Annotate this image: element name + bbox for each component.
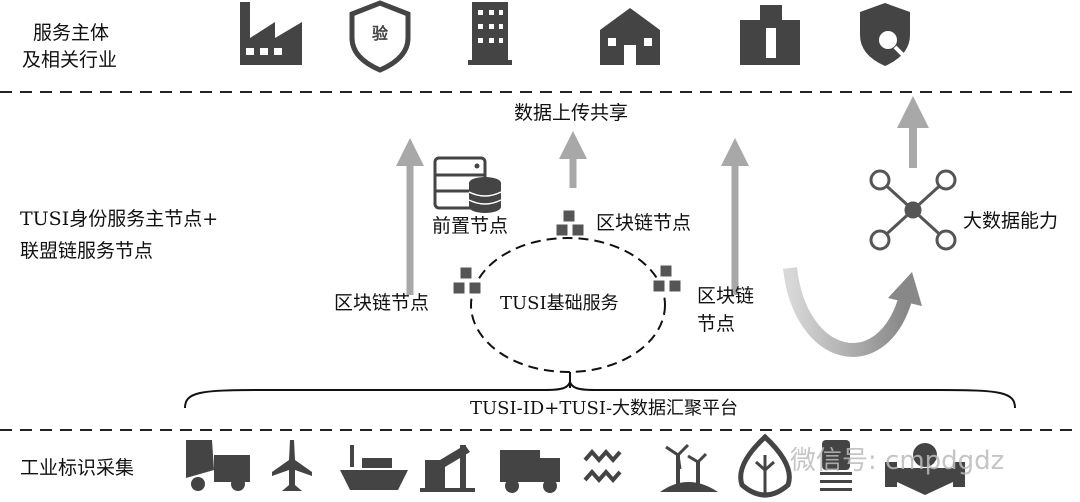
valve-icon bbox=[885, 443, 965, 495]
water-icon bbox=[583, 448, 622, 484]
front-node-label: 前置节点 bbox=[432, 215, 509, 237]
big-data-label: 大数据能力 bbox=[963, 210, 1059, 232]
blockchain-icon-left bbox=[452, 266, 482, 295]
curved-arrow bbox=[783, 267, 912, 357]
watermark: 微信号: cmpdgdz bbox=[790, 446, 1005, 476]
curved-arrow-head bbox=[888, 272, 922, 306]
top-label-line1: 服务主体 bbox=[33, 22, 110, 44]
middle-label-line1: TUSI身份服务主节点+ bbox=[20, 208, 219, 230]
bottom-label: 工业标识采集 bbox=[20, 457, 135, 479]
school-icon bbox=[600, 8, 660, 65]
train-icon bbox=[820, 440, 852, 491]
inspection-shield-icon bbox=[349, 0, 411, 73]
server-icon bbox=[433, 156, 502, 213]
wind-power-icon bbox=[660, 443, 718, 492]
dump-truck-icon bbox=[500, 450, 560, 493]
block-node-right-line2: 节点 bbox=[697, 313, 736, 335]
cargo-ship-icon bbox=[340, 445, 408, 490]
security-search-icon bbox=[860, 3, 910, 66]
factory-icon bbox=[240, 2, 302, 65]
blockchain-icon-top bbox=[555, 209, 585, 237]
block-node-top-label: 区块链节点 bbox=[596, 212, 692, 234]
airplane-icon bbox=[272, 440, 312, 491]
blockchain-icon-right bbox=[652, 264, 682, 293]
block-node-left-label: 区块链节点 bbox=[334, 292, 430, 314]
core-service-label: TUSI基础服务 bbox=[500, 293, 619, 314]
block-node-right-line1: 区块链 bbox=[697, 285, 755, 307]
platform-label: TUSI-ID+TUSI-大数据汇聚平台 bbox=[470, 398, 739, 419]
top-label-line2: 及相关行业 bbox=[22, 49, 118, 71]
platform-brace bbox=[184, 378, 1016, 409]
big-data-network-icon bbox=[869, 169, 957, 251]
oil-pump-icon bbox=[420, 445, 475, 492]
leaf-icon bbox=[738, 433, 792, 498]
cement-truck-icon bbox=[186, 440, 250, 491]
middle-label-line2: 联盟链服务节点 bbox=[20, 240, 154, 262]
inspection-glyph: 验 bbox=[372, 24, 389, 43]
upload-label: 数据上传共享 bbox=[514, 102, 629, 124]
core-service-ellipse bbox=[470, 237, 666, 373]
